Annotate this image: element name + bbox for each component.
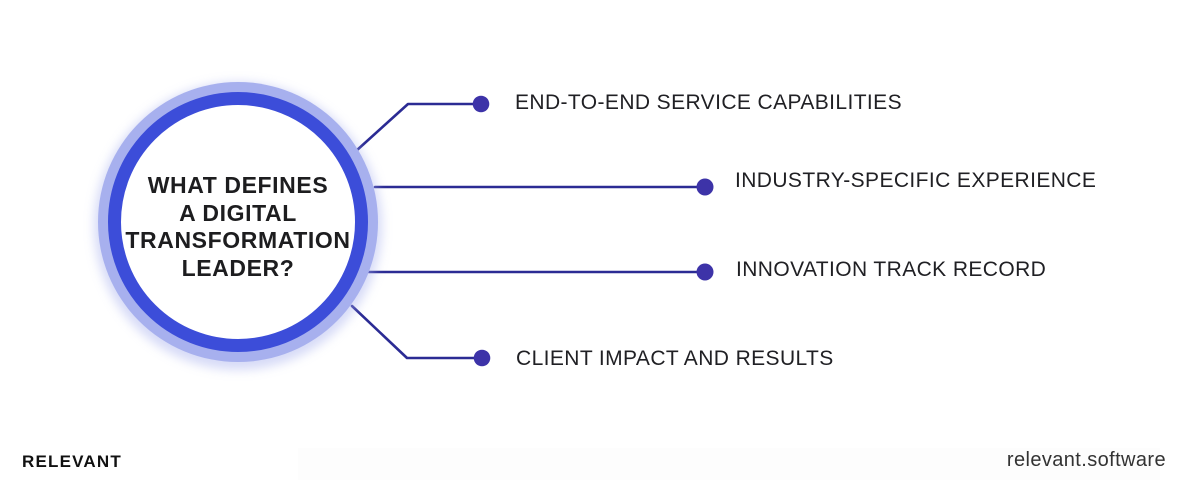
central-question: WHAT DEFINES A DIGITAL TRANSFORMATION LE…	[125, 162, 350, 282]
connector-line-1	[354, 102, 477, 153]
title-line-2: A DIGITAL	[179, 199, 297, 226]
node-dot-4	[473, 349, 491, 367]
title-line-1: WHAT DEFINES	[147, 172, 329, 198]
website-url: relevant.software	[1006, 449, 1166, 471]
title-line-3: TRANSFORMATION	[125, 227, 351, 253]
node-dot-2	[696, 178, 714, 196]
footer-strip	[298, 448, 1160, 480]
branch-label-industry-specific-experience: INDUSTRY-SPECIFIC EXPERIENCE	[735, 169, 1097, 192]
branch-label-client-impact-and-results: CLIENT IMPACT AND RESULTS	[516, 347, 834, 370]
node-dot-1	[472, 95, 490, 113]
connector-line-4	[350, 304, 477, 360]
branch-label-end-to-end-service-capabilities: END-TO-END SERVICE CAPABILITIES	[515, 91, 902, 114]
central-circle: WHAT DEFINES A DIGITAL TRANSFORMATION LE…	[108, 92, 368, 352]
node-dot-3	[696, 263, 714, 281]
brand-logo: RELEVANT	[22, 452, 122, 471]
title-line-4: LEADER?	[181, 254, 295, 281]
branch-label-innovation-track-record: INNOVATION TRACK RECORD	[736, 258, 1047, 281]
